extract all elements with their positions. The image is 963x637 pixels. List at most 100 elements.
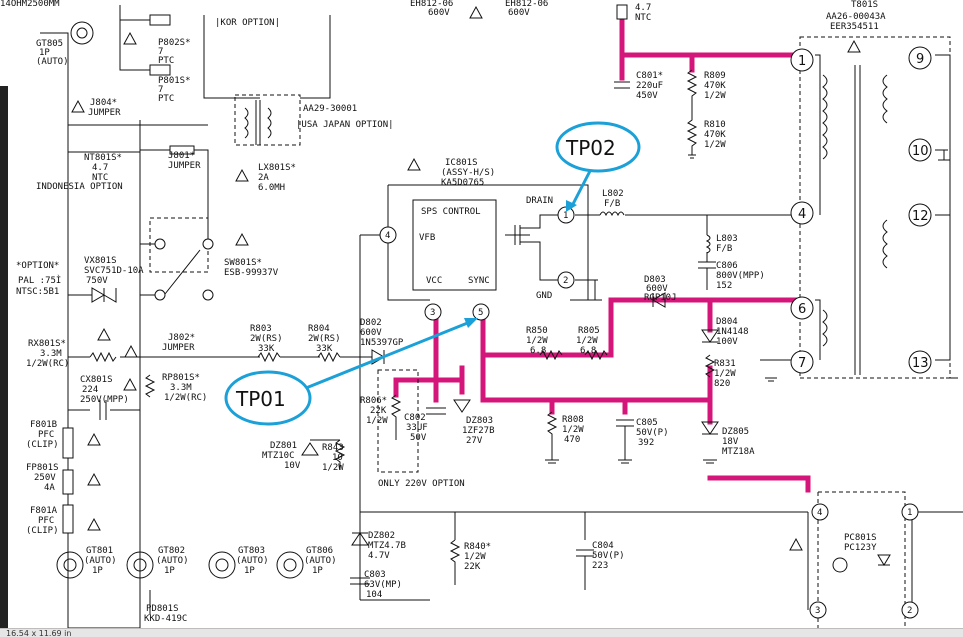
- tp02-arrow: [570, 170, 592, 207]
- component-label: 1N5397GP: [360, 338, 404, 348]
- schematic-element: [908, 138, 932, 162]
- component-label: 6: [798, 302, 806, 317]
- component-label: |KOR OPTION|: [215, 18, 280, 28]
- dz803-diode: [453, 399, 471, 413]
- component-label: L803: [716, 234, 738, 244]
- schematic-element: [70, 21, 94, 45]
- schematic-element: [901, 503, 919, 521]
- schematic-element: [208, 551, 236, 579]
- component-label: 7: [798, 356, 806, 371]
- schematic-element: [40, 32, 69, 120]
- component-label: SVC751D-10A: [84, 266, 144, 276]
- component-label: PTC: [158, 56, 174, 66]
- component-label: 800V(MPP): [716, 271, 765, 281]
- l803-inductor: [705, 234, 711, 254]
- component-label: P801S*: [158, 76, 191, 86]
- component-label: 50V(P): [636, 428, 669, 438]
- component-label: PFC: [38, 430, 54, 440]
- component-label: DZ805: [722, 427, 749, 437]
- component-label: RGP10J: [644, 293, 677, 303]
- component-label: 104: [366, 590, 382, 600]
- component-label: JUMPER: [88, 108, 121, 118]
- c805-capacitor: [616, 419, 634, 460]
- component-label: SYNC: [468, 276, 490, 286]
- schematic-element: [809, 601, 827, 619]
- component-label: 1/2W: [526, 336, 548, 346]
- component-label: D803: [644, 275, 666, 285]
- component-label: GT803: [238, 546, 265, 556]
- dz805-diode: [701, 421, 719, 435]
- component-label: 750V: [86, 276, 108, 286]
- component-label: 4.7: [92, 163, 108, 173]
- component-label: 3.3M: [40, 349, 62, 359]
- component-label: (ASSY-H/S): [441, 168, 495, 178]
- component-label: 1P: [164, 566, 175, 576]
- d804-diode: [701, 329, 719, 343]
- l802-inductor: [599, 211, 625, 217]
- component-label: 100V: [716, 337, 738, 347]
- component-label: MTZ18A: [722, 447, 755, 457]
- component-label: INDONESIA OPTION: [36, 182, 123, 192]
- schematic-element: [202, 238, 214, 250]
- component-label: 2: [907, 606, 912, 616]
- schematic-element: [882, 74, 888, 124]
- component-label: 1/2W: [714, 369, 736, 379]
- component-label: 6.8: [580, 346, 596, 356]
- component-label: 7: [158, 47, 163, 57]
- schematic-element: [815, 299, 821, 360]
- component-label: (AUTO): [304, 556, 337, 566]
- component-label: *OPTION*: [16, 261, 59, 271]
- rp801-resistor: [144, 374, 156, 398]
- component-label: R843: [322, 443, 344, 453]
- schematic-element: [388, 184, 589, 301]
- p802-ptc: [149, 14, 171, 26]
- warning-icon: [235, 232, 249, 246]
- component-label: 27V: [466, 436, 483, 446]
- status-bar: 16.54 x 11.69 in: [0, 628, 963, 637]
- warning-icon: [789, 537, 803, 551]
- component-label: 2W(RS): [250, 334, 283, 344]
- tp02-label: TP02: [565, 136, 616, 160]
- component-label: 4A: [44, 483, 55, 493]
- schematic-element: [126, 551, 154, 579]
- component-label: MTZ4.7B: [368, 541, 406, 551]
- component-label: LX801S*: [258, 163, 296, 173]
- rx801-resistor: [89, 351, 117, 363]
- component-label: PD801S: [146, 604, 179, 614]
- schematic-element: [377, 369, 419, 473]
- component-label: F801A: [30, 506, 58, 516]
- component-label: EH812-06: [410, 0, 453, 9]
- schematic-element: [901, 601, 919, 619]
- component-label: PC123Y: [844, 543, 877, 553]
- schematic-element: [619, 17, 803, 58]
- component-label: 33UF: [406, 423, 428, 433]
- component-label: (AUTO): [156, 556, 189, 566]
- sps-control-block: [412, 199, 497, 291]
- component-label: GT805: [36, 39, 63, 49]
- f801b-fuse: [62, 427, 74, 459]
- schematic-element: [815, 54, 821, 215]
- component-label: IC801S: [445, 158, 478, 168]
- tp01-arrow: [305, 320, 471, 390]
- component-label: (CLIP): [26, 440, 59, 450]
- component-label: 224: [82, 385, 98, 395]
- component-label: 1/2W: [366, 416, 388, 426]
- tp02-bubble: [555, 121, 641, 173]
- component-label: 22K: [464, 562, 481, 572]
- components: [56, 4, 958, 590]
- transformer-pins: 1 4 6 7 9 10 12 13 4 1 3 2: [790, 46, 932, 619]
- r809-r810-resistors: [686, 69, 698, 155]
- component-label: R806*: [360, 396, 387, 406]
- component-label: PFC: [38, 516, 54, 526]
- component-label: AA29-30001: [303, 104, 357, 114]
- component-label: JUMPER: [168, 161, 201, 171]
- component-label: CX801S: [80, 375, 113, 385]
- component-label: 450V: [636, 91, 658, 101]
- component-label: 4: [817, 508, 822, 518]
- schematic-element: [545, 459, 559, 464]
- component-label: D804: [716, 317, 738, 327]
- component-label: VFB: [419, 233, 435, 243]
- schematic-element: [935, 54, 951, 361]
- schematic-element: [56, 551, 84, 579]
- schematic-element: [63, 558, 77, 572]
